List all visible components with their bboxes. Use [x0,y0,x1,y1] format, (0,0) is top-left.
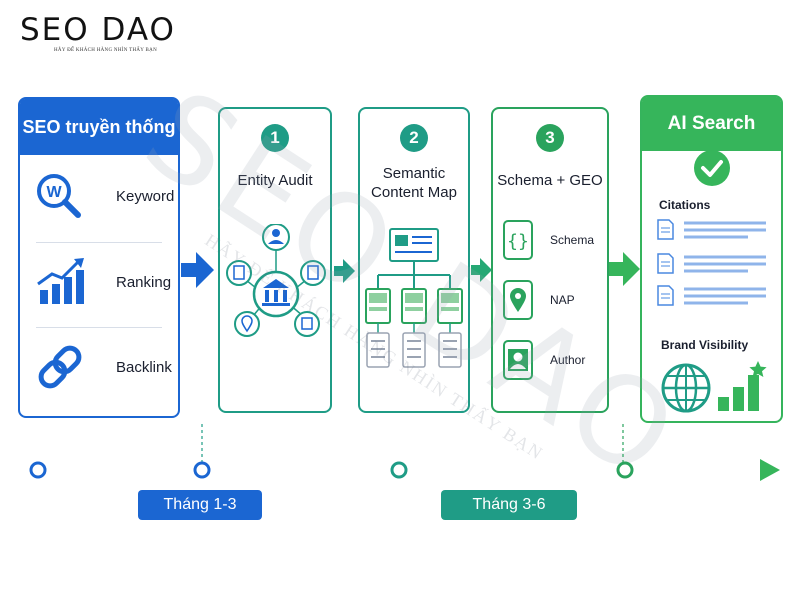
brand-visibility-globe-chart-icon [661,361,767,413]
arrow-right-icon [471,258,492,282]
nap-item: NAP [503,280,575,320]
step-title: Entity Audit [237,172,313,189]
logo-title: SEO DAO [20,12,176,48]
divider [36,327,162,328]
timeline [29,424,780,481]
person-icon [503,340,533,380]
step-number-badge: 2 [400,124,428,152]
citations-label: Citations [659,198,711,212]
check-circle-icon [694,150,730,186]
ranking-item: Ranking [34,257,174,307]
step-title: Schema + GEO [497,172,603,189]
author-label: Author [550,353,586,367]
schema-label: Schema [550,233,595,247]
ai-search-card: AI Search Citations Brand Visibility [640,95,783,423]
schema-item: {} Schema [503,220,594,260]
brand-logo: SEO DAO HÃY ĐỂ KHÁCH HÀNG NHÌN THẤY BẠN [20,12,176,53]
logo-tagline: HÃY ĐỂ KHÁCH HÀNG NHÌN THẤY BẠN [54,48,157,53]
divider [36,242,162,243]
citations-list-icon [657,219,766,306]
step-schema-geo-card: 3 Schema + GEO {} Schema NAP Author [491,107,609,413]
ai-search-title: AI Search [642,97,781,151]
arrow-right-icon [181,252,214,288]
traditional-seo-card: SEO truyền thống W Keyword Ranking Backl [18,97,180,418]
step-entity-audit-card: 1 Entity Audit [218,107,332,413]
keyword-label: Keyword [116,187,175,205]
arrow-right-icon [334,259,355,283]
keyword-item: W Keyword [34,171,174,221]
entity-network-icon [226,224,326,337]
arrow-right-icon [609,252,640,286]
step-title: Semantic Content Map [371,165,457,201]
phase-pill-1: Tháng 1-3 [138,490,262,520]
step-number-badge: 3 [536,124,564,152]
backlink-item: Backlink [34,342,174,392]
svg-text:{}: {} [507,231,529,252]
author-item: Author [503,340,585,380]
ranking-chart-icon [37,258,84,304]
nap-label: NAP [550,293,575,307]
content-map-icon [365,228,463,368]
backlink-label: Backlink [116,358,172,376]
location-pin-icon [503,280,533,320]
step-semantic-content-map-card: 2 Semantic Content Map [358,107,470,413]
ranking-label: Ranking [116,273,172,291]
code-braces-icon: {} [503,220,533,260]
svg-text:W: W [46,184,62,201]
step-number-badge: 1 [261,124,289,152]
link-icon [38,345,82,389]
keyword-search-icon: W [37,174,81,218]
phase-pill-2: Tháng 3-6 [441,490,577,520]
brand-visibility-label: Brand Visibility [661,338,749,352]
traditional-seo-title: SEO truyền thống [20,99,178,155]
